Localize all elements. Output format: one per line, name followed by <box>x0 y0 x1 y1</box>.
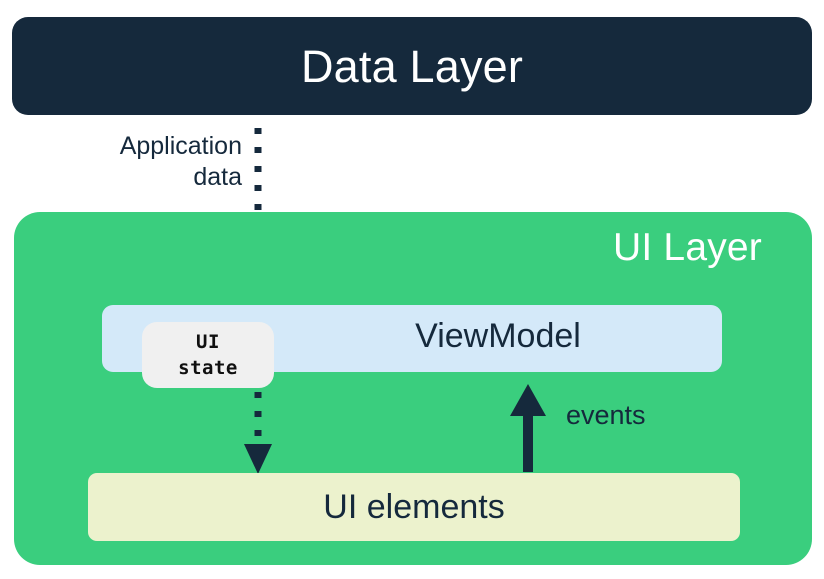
ui-state-badge-line2: state <box>178 357 238 379</box>
application-data-label-line2: data <box>193 162 242 191</box>
ui-state-badge-line1: UI <box>196 330 220 353</box>
application-data-label: Application data <box>20 131 242 192</box>
data-layer-title: Data Layer <box>300 40 524 92</box>
ui-elements-box: UI elements <box>88 473 740 541</box>
events-arrow-icon <box>510 384 546 472</box>
ui-elements-title: UI elements <box>323 488 505 526</box>
ui-state-badge: UI state <box>142 322 274 388</box>
events-label: events <box>566 400 646 430</box>
ui-layer-title: UI Layer <box>613 226 762 269</box>
application-data-label-line1: Application <box>119 132 242 160</box>
viewmodel-title: ViewModel <box>415 317 581 355</box>
ui-state-arrow-icon <box>244 392 272 474</box>
data-layer-box: Data Layer <box>12 17 812 115</box>
